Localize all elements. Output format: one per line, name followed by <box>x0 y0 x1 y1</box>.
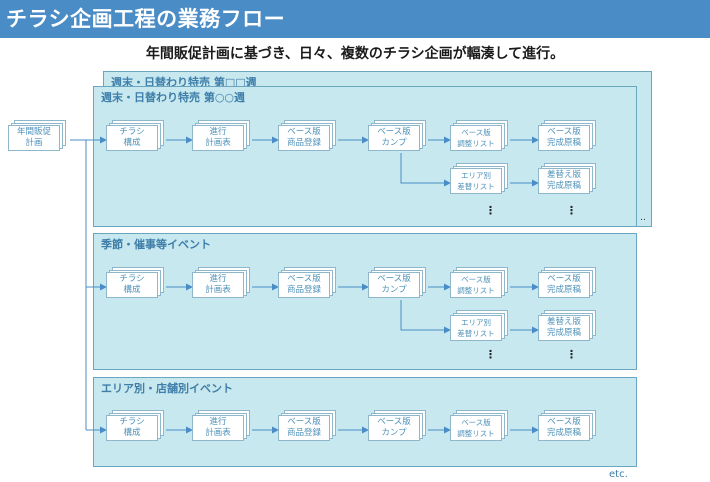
step-label: チラシ 構成 <box>119 274 145 295</box>
step-shinko-weekly: 進行 計画表 <box>192 120 252 155</box>
step-base-final-weekly: ベース版 完成原稿 <box>538 120 598 155</box>
page-subtitle: 年間販促計画に基づき、日々、複数のチラシ企画が輻湊して進行。 <box>145 46 565 62</box>
panel-seasonal-title: 季節・催事等イベント <box>101 238 211 251</box>
panel-weekly-title: 週末・日替わり特売 第○○週 <box>101 91 246 104</box>
annual-plan-label: 年間販促 計画 <box>16 127 51 148</box>
more-dots: ⋮ <box>566 348 577 361</box>
panel-weekly-back-title: 週末・日替わり特売 第□□週 <box>111 76 257 89</box>
step-base-camp-area: ベース版 カンプ <box>368 410 428 445</box>
panel-area-title: エリア別・店舗別イベント <box>101 382 233 395</box>
step-label: ベース版 カンプ <box>377 417 411 438</box>
page-title: チラシ企画工程の業務フロー <box>6 7 286 31</box>
step-base-reg-seasonal: ベース版 商品登録 <box>278 267 338 302</box>
step-label: ベース版 完成原稿 <box>546 417 581 438</box>
step-label: 差替え版 完成原稿 <box>546 170 581 191</box>
step-base-camp-seasonal: ベース版 カンプ <box>368 267 428 302</box>
step-base-final-seasonal: ベース版 完成原稿 <box>538 267 598 302</box>
etc-note: etc. <box>609 469 628 480</box>
step-base-adjust-weekly: ベース版 調整リスト <box>450 120 510 155</box>
more-dots: ⋮ <box>485 204 496 217</box>
annual-plan-doc: 年間販促 計画 <box>8 120 68 155</box>
step-label: ベース版 完成原稿 <box>546 127 581 148</box>
step-label: ベース版 商品登録 <box>286 127 321 148</box>
more-dots: ⋮ <box>485 348 496 361</box>
step-chirashi-seasonal: チラシ 構成 <box>106 267 166 302</box>
step-label: 差替え版 完成原稿 <box>546 317 581 338</box>
step-shinko-seasonal: 進行 計画表 <box>192 267 252 302</box>
step-label: ベース版 調整リスト <box>457 275 495 295</box>
step-base-adjust-seasonal: ベース版 調整リスト <box>450 267 510 302</box>
panel-seasonal <box>93 233 637 370</box>
step-label: ベース版 カンプ <box>377 274 411 295</box>
step-base-adjust-area: ベース版 調整リスト <box>450 410 510 445</box>
step-base-reg-area: ベース版 商品登録 <box>278 410 338 445</box>
step-chirashi-weekly: チラシ 構成 <box>106 120 166 155</box>
step-area-list-weekly: エリア別 差替リスト <box>450 163 510 198</box>
more-dots: ⋮ <box>566 204 577 217</box>
panel-weekly <box>93 86 637 227</box>
title-bar: チラシ企画工程の業務フロー <box>0 0 710 38</box>
step-base-reg-weekly: ベース版 商品登録 <box>278 120 338 155</box>
step-label: ベース版 調整リスト <box>457 128 495 148</box>
step-base-final-area: ベース版 完成原稿 <box>538 410 598 445</box>
step-shinko-area: 進行 計画表 <box>192 410 252 445</box>
step-chirashi-area: チラシ 構成 <box>106 410 166 445</box>
step-label: ベース版 商品登録 <box>286 417 321 438</box>
step-label: エリア別 差替リスト <box>457 171 495 191</box>
step-area-list-seasonal: エリア別 差替リスト <box>450 310 510 345</box>
step-label: 進行 計画表 <box>205 274 231 295</box>
step-label: ベース版 完成原稿 <box>546 274 581 295</box>
step-label: 進行 計画表 <box>205 127 231 148</box>
step-sashikae-seasonal: 差替え版 完成原稿 <box>538 310 598 345</box>
step-label: チラシ 構成 <box>119 417 145 438</box>
step-label: 進行 計画表 <box>205 417 231 438</box>
step-label: ベース版 調整リスト <box>457 418 495 438</box>
step-label: ベース版 カンプ <box>377 127 411 148</box>
step-sashikae-weekly: 差替え版 完成原稿 <box>538 163 598 198</box>
more-dots-horizontal: ‥ <box>640 213 647 223</box>
step-label: エリア別 差替リスト <box>457 318 495 338</box>
step-label: ベース版 商品登録 <box>286 274 321 295</box>
step-label: チラシ 構成 <box>119 127 145 148</box>
step-base-camp-weekly: ベース版 カンプ <box>368 120 428 155</box>
